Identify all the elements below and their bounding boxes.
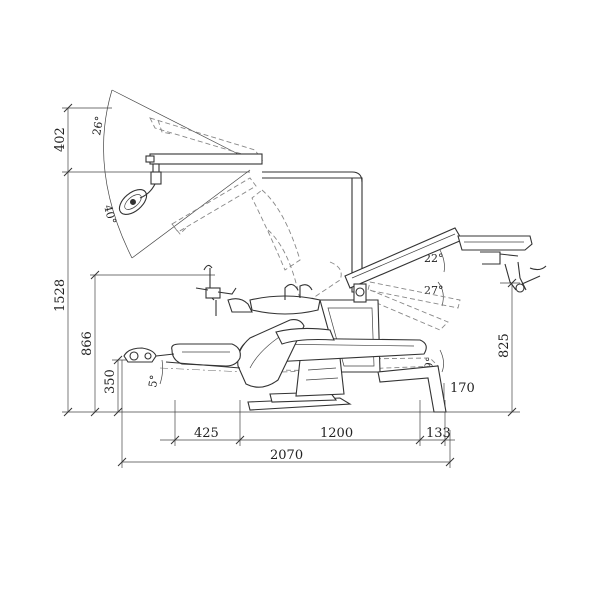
dim-1200-label: 1200 <box>320 426 353 441</box>
dim-866-label: 866 <box>80 331 95 356</box>
angle-5-label: 5° <box>146 374 161 389</box>
foot-control <box>123 347 175 363</box>
dim-825-label: 825 <box>497 333 512 358</box>
dim-133-label: 133 <box>426 426 451 441</box>
dim-1528-label: 1528 <box>53 279 68 312</box>
dim-425-label: 425 <box>194 426 219 441</box>
lamp-head <box>118 189 148 215</box>
assistant-instruments <box>195 264 253 316</box>
dental-chair <box>165 319 447 413</box>
dimension-labels: 402 1528 866 350 825 425 1200 133 2070 1… <box>53 127 512 463</box>
angle-22-label: 22° <box>424 252 444 265</box>
angle-labels: 26° 40° 22° 27° 9° 5° <box>90 115 443 388</box>
operating-lamp <box>118 153 363 293</box>
dimension-lines <box>62 103 520 468</box>
dim-350-label: 350 <box>103 369 118 394</box>
lamp-arm <box>149 153 263 165</box>
angle-40-label: 40° <box>101 203 119 225</box>
angle-26-label: 26° <box>90 115 106 136</box>
dim-170-label: 170 <box>450 381 475 396</box>
dim-402-label: 402 <box>53 127 68 152</box>
instrument-tray <box>344 227 547 293</box>
dim-2070-label: 2070 <box>270 448 303 463</box>
angle-arcs <box>103 89 445 385</box>
